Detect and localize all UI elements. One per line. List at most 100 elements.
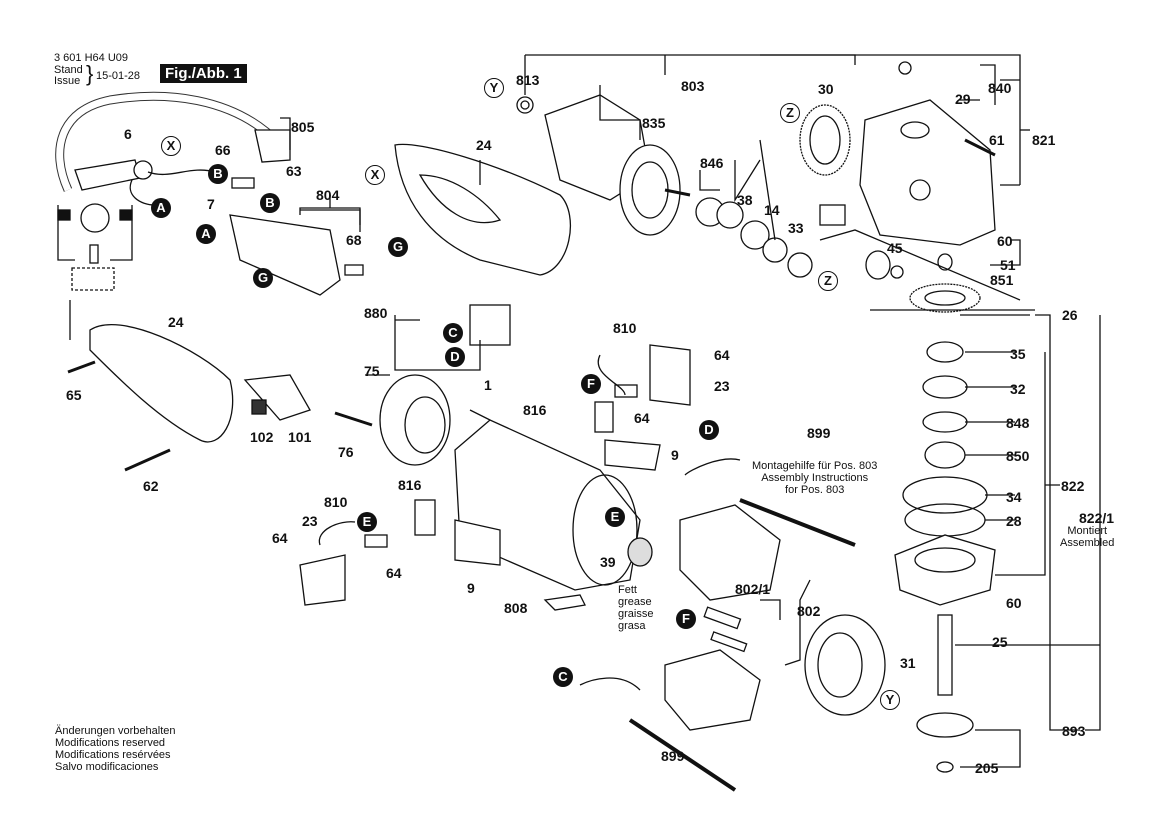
bevel-gear-30 xyxy=(799,104,851,176)
switch-assembly xyxy=(229,214,341,296)
washer-205 xyxy=(936,761,954,773)
connector-marker-c: C xyxy=(553,667,573,687)
gear-head-housing xyxy=(859,99,996,246)
part-label-880: 880 xyxy=(364,305,388,321)
reference-marker-y: Y xyxy=(880,690,900,710)
wiring-schematic xyxy=(57,203,133,291)
carbon-brush xyxy=(364,534,388,548)
part-label-64-left: 64 xyxy=(272,530,288,546)
issue-date: 15-01-28 xyxy=(96,70,141,82)
cover-23 xyxy=(299,554,346,606)
bearing-14 xyxy=(762,237,788,263)
brush-holder-816-b xyxy=(594,401,614,433)
pinion xyxy=(865,250,891,280)
brace-icon: } xyxy=(86,61,94,86)
part-label-9-top: 9 xyxy=(671,447,679,463)
grease-note: Fett grease graisse grasa xyxy=(618,584,653,632)
part-label-808: 808 xyxy=(504,600,528,616)
part-label-24-handle: 24 xyxy=(168,314,184,330)
part-label-821: 821 xyxy=(1032,132,1056,148)
part-label-68: 68 xyxy=(346,232,362,248)
reference-marker-x: X xyxy=(365,165,385,185)
cable-tie-899-b xyxy=(739,498,856,547)
part-label-835: 835 xyxy=(642,115,666,131)
notice-fr: Modifications resérvées xyxy=(55,749,171,761)
electronics-module xyxy=(469,304,511,346)
part-label-35: 35 xyxy=(1010,346,1026,362)
part-label-64-low: 64 xyxy=(386,565,402,581)
part-label-851: 851 xyxy=(990,272,1014,288)
connector-marker-f: F xyxy=(581,374,601,394)
assembled-note-en: Assembled xyxy=(1060,537,1115,549)
assembly-note-line-1: Montagehilfe für Pos. 803 xyxy=(752,460,878,472)
part-label-804: 804 xyxy=(316,187,340,203)
cable-tie-899 xyxy=(628,718,737,792)
clamp-nut-893 xyxy=(916,712,974,738)
part-label-816-top: 816 xyxy=(523,402,547,418)
ring-34 xyxy=(902,476,988,514)
o-ring-28 xyxy=(904,503,986,537)
bearing-813 xyxy=(516,96,534,114)
part-label-75: 75 xyxy=(364,363,380,379)
grease-note-es: grasa xyxy=(618,620,646,632)
connector-marker-d: D xyxy=(699,420,719,440)
reference-marker-z: Z xyxy=(818,271,838,291)
part-label-64-top: 64 xyxy=(714,347,730,363)
part-label-810-bottom: 810 xyxy=(324,494,348,510)
part-label-34: 34 xyxy=(1006,489,1022,505)
circlip-848 xyxy=(922,411,968,433)
part-label-38: 38 xyxy=(737,192,753,208)
part-label-64-mid: 64 xyxy=(634,410,650,426)
bushing-39 xyxy=(627,537,653,567)
fan-75 xyxy=(379,374,451,466)
lever-101 xyxy=(243,374,311,421)
plug-805 xyxy=(254,129,291,163)
part-label-840: 840 xyxy=(988,80,1012,96)
bearing-35 xyxy=(926,341,964,363)
rear-handle xyxy=(89,324,234,443)
part-label-31: 31 xyxy=(900,655,916,671)
part-label-62: 62 xyxy=(143,478,159,494)
cord-grommet xyxy=(133,160,153,180)
connector-marker-f: F xyxy=(676,609,696,629)
part-label-805: 805 xyxy=(291,119,315,135)
spindle-25 xyxy=(937,614,953,696)
end-shield-31 xyxy=(804,614,886,716)
part-label-810-top: 810 xyxy=(613,320,637,336)
part-label-850: 850 xyxy=(1006,448,1030,464)
connector-marker-e: E xyxy=(357,512,377,532)
part-label-39: 39 xyxy=(600,554,616,570)
label-9-b xyxy=(454,519,501,566)
grease-note-fr: graisse xyxy=(618,608,654,620)
reference-marker-z: Z xyxy=(780,103,800,123)
part-label-899-top: 899 xyxy=(807,425,831,441)
assembled-note-de: Montiert xyxy=(1067,525,1108,537)
part-label-76: 76 xyxy=(338,444,354,460)
part-label-65: 65 xyxy=(66,387,82,403)
assembly-note-line-3: for Pos. 803 xyxy=(785,484,845,496)
button-840 xyxy=(898,61,912,75)
part-label-60-top: 60 xyxy=(997,233,1013,249)
reference-marker-y: Y xyxy=(484,78,504,98)
screw-62 xyxy=(124,448,171,472)
connector-marker-g: G xyxy=(388,237,408,257)
part-label-822-1: 822/1 xyxy=(1079,510,1115,526)
switch-cover-7 xyxy=(231,177,255,189)
brush-holder-816 xyxy=(414,499,436,536)
housing-half-top xyxy=(394,143,572,276)
washer xyxy=(716,201,744,229)
connector-marker-c: C xyxy=(443,323,463,343)
seal-32 xyxy=(922,375,968,399)
part-label-63: 63 xyxy=(286,163,302,179)
field-coil-802 xyxy=(679,504,781,601)
part-label-23-bottom: 23 xyxy=(302,513,318,529)
part-label-848: 848 xyxy=(1006,415,1030,431)
grease-note-en: grease xyxy=(618,596,652,608)
part-number: 3 601 H64 U09 xyxy=(54,52,128,64)
bearing-cage-38 xyxy=(740,220,770,250)
part-label-45: 45 xyxy=(887,240,903,256)
connector-marker-a: A xyxy=(151,198,171,218)
part-label-7: 7 xyxy=(207,196,215,212)
stand-label: Stand xyxy=(54,64,83,76)
label-9 xyxy=(604,439,661,471)
